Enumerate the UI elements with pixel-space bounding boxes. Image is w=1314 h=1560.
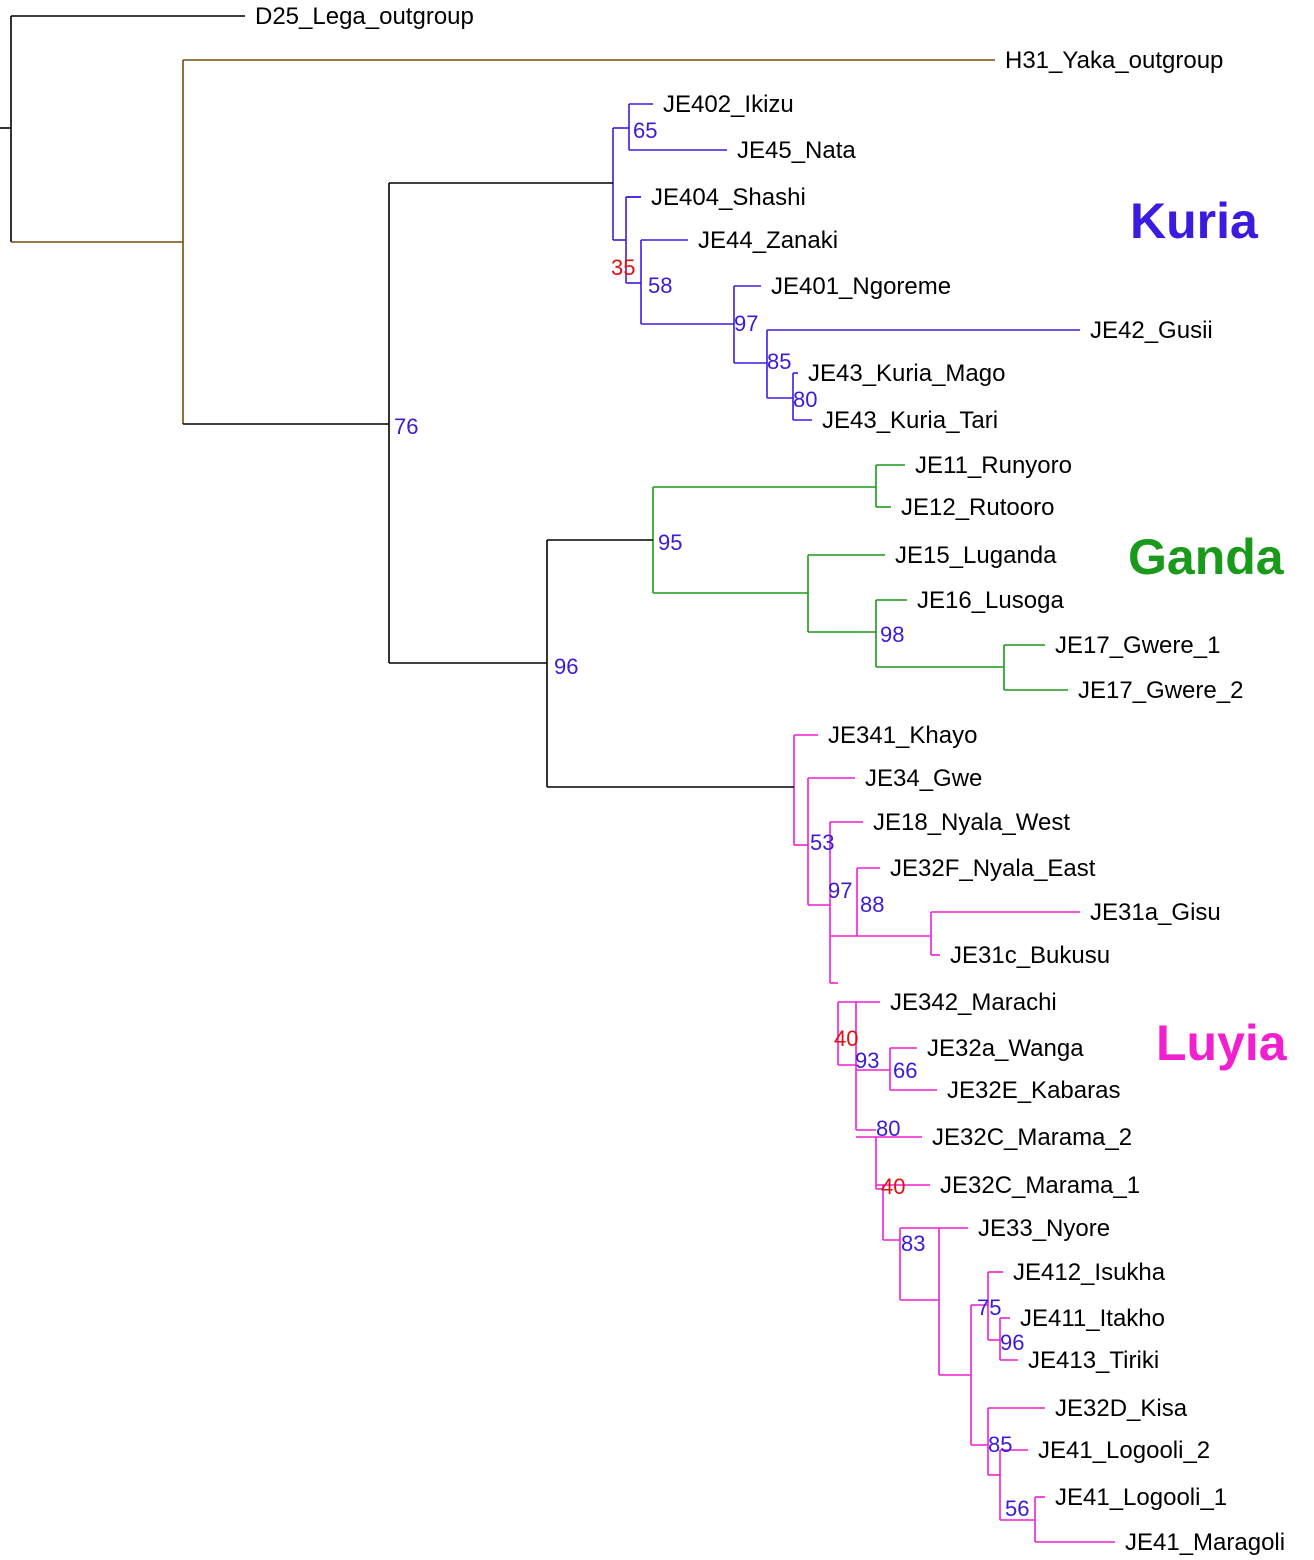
leaf-label: JE31c_Bukusu [950, 942, 1110, 969]
leaf-label: JE32F_Nyala_East [890, 855, 1096, 882]
leaf-label: JE341_Khayo [828, 722, 977, 749]
bootstrap-value: 56 [1005, 1496, 1029, 1521]
bootstrap-value: 58 [648, 273, 672, 298]
leaf-label: D25_Lega_outgroup [255, 3, 474, 30]
bootstrap-value: 95 [658, 530, 682, 555]
bootstrap-value: 83 [901, 1231, 925, 1256]
bootstrap-value: 98 [880, 622, 904, 647]
clade-labels: Kuria Ganda Luyia [1128, 193, 1288, 1071]
leaf-label: JE32D_Kisa [1055, 1395, 1188, 1422]
leaf-label: JE32C_Marama_2 [932, 1124, 1132, 1151]
leaf-labels: D25_Lega_outgroupH31_Yaka_outgroupJE402_… [255, 3, 1285, 1556]
leaf-label: JE17_Gwere_2 [1078, 677, 1243, 704]
bootstrap-value: 65 [633, 118, 657, 143]
clade-label-ganda: Ganda [1128, 529, 1285, 585]
bootstrap-value: 88 [860, 892, 884, 917]
leaf-label: JE402_Ikizu [663, 91, 794, 118]
bootstrap-value: 80 [793, 387, 817, 412]
leaf-label: JE42_Gusii [1090, 317, 1213, 344]
bootstrap-value: 97 [734, 311, 758, 336]
leaf-label: JE342_Marachi [890, 989, 1057, 1016]
leaf-label: JE412_Isukha [1013, 1259, 1166, 1286]
leaf-label: JE31a_Gisu [1090, 899, 1221, 926]
bootstrap-value: 40 [881, 1174, 905, 1199]
leaf-label: JE404_Shashi [651, 184, 806, 211]
bootstrap-value: 40 [834, 1026, 858, 1051]
bootstrap-value: 93 [855, 1048, 879, 1073]
bootstrap-value: 80 [876, 1116, 900, 1141]
bootstrap-value: 53 [810, 830, 834, 855]
bootstrap-value: 97 [828, 878, 852, 903]
leaf-label: JE41_Logooli_2 [1038, 1437, 1210, 1464]
leaf-label: JE32C_Marama_1 [940, 1172, 1140, 1199]
leaf-label: JE33_Nyore [978, 1215, 1110, 1242]
leaf-label: JE41_Maragoli [1125, 1529, 1285, 1556]
bootstrap-value: 66 [893, 1058, 917, 1083]
leaf-label: JE43_Kuria_Tari [822, 407, 998, 434]
bootstrap-value: 35 [611, 255, 635, 280]
clade-label-luyia: Luyia [1156, 1015, 1288, 1071]
leaf-label: JE413_Tiriki [1028, 1347, 1159, 1374]
bootstrap-value: 96 [1000, 1330, 1024, 1355]
leaf-label: H31_Yaka_outgroup [1005, 47, 1223, 74]
leaf-label: JE11_Runyoro [915, 452, 1072, 479]
leaf-label: JE18_Nyala_West [873, 809, 1070, 836]
leaf-label: JE43_Kuria_Mago [808, 360, 1005, 387]
bootstrap-value: 75 [977, 1295, 1001, 1320]
leaf-label: JE411_Itakho [1020, 1305, 1165, 1332]
leaf-label: JE12_Rutooro [901, 494, 1054, 521]
leaf-label: JE41_Logooli_1 [1055, 1484, 1227, 1511]
leaf-label: JE34_Gwe [865, 765, 982, 792]
leaf-label: JE15_Luganda [895, 542, 1057, 569]
leaf-label: JE401_Ngoreme [771, 273, 951, 300]
tree-branches [0, 15, 1115, 1543]
bootstrap-value: 76 [394, 414, 418, 439]
bootstrap-value: 85 [767, 349, 791, 374]
leaf-label: JE32E_Kabaras [947, 1077, 1120, 1104]
bootstrap-value: 85 [988, 1432, 1012, 1457]
leaf-label: JE17_Gwere_1 [1055, 632, 1220, 659]
leaf-label: JE45_Nata [737, 137, 856, 164]
leaf-label: JE44_Zanaki [698, 227, 838, 254]
leaf-label: JE32a_Wanga [927, 1035, 1084, 1062]
clade-label-kuria: Kuria [1130, 193, 1259, 249]
leaf-label: JE16_Lusoga [917, 587, 1064, 614]
bootstrap-value: 96 [554, 654, 578, 679]
